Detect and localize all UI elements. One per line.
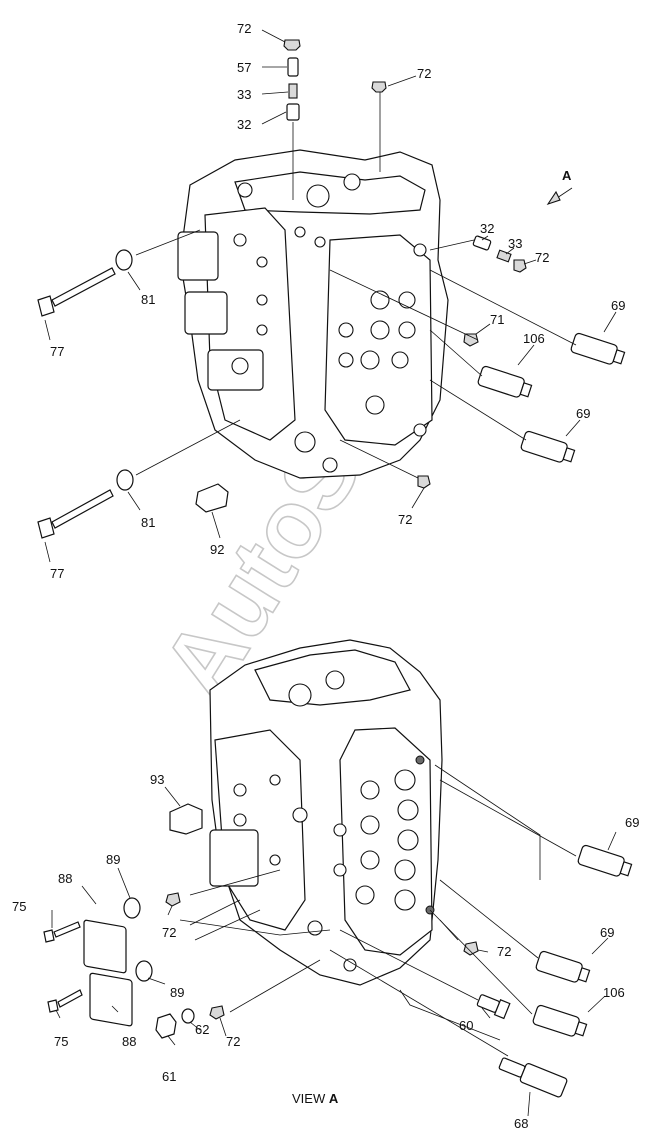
callout-upper-9: 69 [611,298,625,313]
o-ring-62 [181,1008,195,1024]
callout-upper-5: 72 [417,66,431,81]
upper-callouts: 72 57 33 32 72 32 33 72 69 71 106 69 81 … [50,21,625,581]
upper-solenoid-block-1 [177,231,219,281]
lower-callouts: 93 69 89 88 75 72 69 72 89 106 75 88 60 … [12,772,639,1131]
adapter-60 [476,994,511,1020]
washer-81-upper [115,249,133,271]
pressure-sensor-69-upper-a [570,332,626,365]
callout-lower-7: 69 [600,925,614,940]
callout-lower-16: 61 [162,1069,176,1084]
spool-32-right [472,235,492,251]
callout-lower-5: 75 [12,899,26,914]
callout-upper-2: 57 [237,60,251,75]
pressure-sensor-69-lower-b [535,950,591,983]
callout-lower-6: 72 [162,925,176,940]
callout-lower-11: 75 [54,1034,68,1049]
view-title-prefix: VIEW [292,1091,329,1106]
callout-lower-9: 89 [170,985,184,1000]
direction-marker-label: A [562,168,572,183]
cap-plug-72-top [283,39,301,51]
callout-upper-17: 92 [210,542,224,557]
callout-upper-12: 69 [576,406,590,421]
callout-lower-14: 62 [195,1022,209,1037]
callout-upper-8: 72 [535,250,549,265]
bolt-77-upper [37,267,116,317]
plug-93 [169,803,203,835]
plug-92 [195,483,229,513]
cap-plug-72-side [513,259,527,273]
bolt-75-upper [43,921,81,943]
fitting-61 [155,1013,177,1039]
cap-plug-72-bottom [417,475,431,489]
bolt-75-lower [47,989,83,1013]
lower-solenoid-block [209,829,259,887]
plug-71 [463,333,479,347]
upper-valve-top-face [234,171,426,215]
upper-leader-lines [44,29,617,563]
callout-upper-1: 72 [237,21,251,36]
callout-lower-13: 60 [459,1018,473,1033]
pressure-sensor-106-lower [532,1004,588,1037]
lower-valve-assembly [43,639,633,1117]
spring-33-top [288,83,298,99]
callout-upper-6: 32 [480,221,494,236]
callout-upper-4: 32 [237,117,251,132]
callout-lower-12: 88 [122,1034,136,1049]
pressure-switch-68 [498,1057,568,1098]
upper-valve-side-section [324,234,433,446]
upper-valve-assembly: A [37,29,626,563]
o-ring-89-upper [123,897,141,919]
bolt-77-lower [37,489,114,539]
callout-upper-18: 72 [398,512,412,527]
spool-32-top [286,103,300,121]
callout-lower-10: 106 [603,985,625,1000]
cap-plug-72-lower-b [463,941,479,956]
callout-lower-2: 69 [625,815,639,830]
callout-upper-3: 33 [237,87,251,102]
cover-88-upper [83,919,127,974]
spool-57 [287,57,299,77]
callout-lower-4: 88 [58,871,72,886]
cover-88-lower [89,972,133,1027]
callout-upper-16: 77 [50,566,64,581]
cap-plug-72-lower-c [209,1005,225,1020]
upper-port-holes [231,173,427,473]
callout-upper-7: 33 [508,236,522,251]
callout-upper-14: 77 [50,344,64,359]
washer-81-lower [116,469,134,491]
o-ring-89-lower [135,960,153,982]
pressure-sensor-69-upper-b [520,430,576,463]
view-direction-arrowhead [546,190,561,206]
pressure-sensor-69-lower-a [577,844,633,877]
callout-lower-15: 72 [226,1034,240,1049]
callout-lower-3: 89 [106,852,120,867]
callout-lower-1: 93 [150,772,164,787]
pressure-sensor-106-upper [477,365,533,398]
view-title-letter: A [329,1091,339,1106]
callout-lower-8: 72 [497,944,511,959]
callout-upper-11: 106 [523,331,545,346]
upper-solenoid-block-2 [184,291,228,335]
callout-upper-10: 71 [490,312,504,327]
callout-upper-13: 81 [141,292,155,307]
callout-upper-15: 81 [141,515,155,530]
cap-plug-72-right [371,81,387,93]
view-title: VIEW A [292,1091,339,1106]
cap-plug-72-lower-a [165,892,181,907]
callout-lower-17: 68 [514,1116,528,1131]
lower-leader-lines [51,764,617,1117]
